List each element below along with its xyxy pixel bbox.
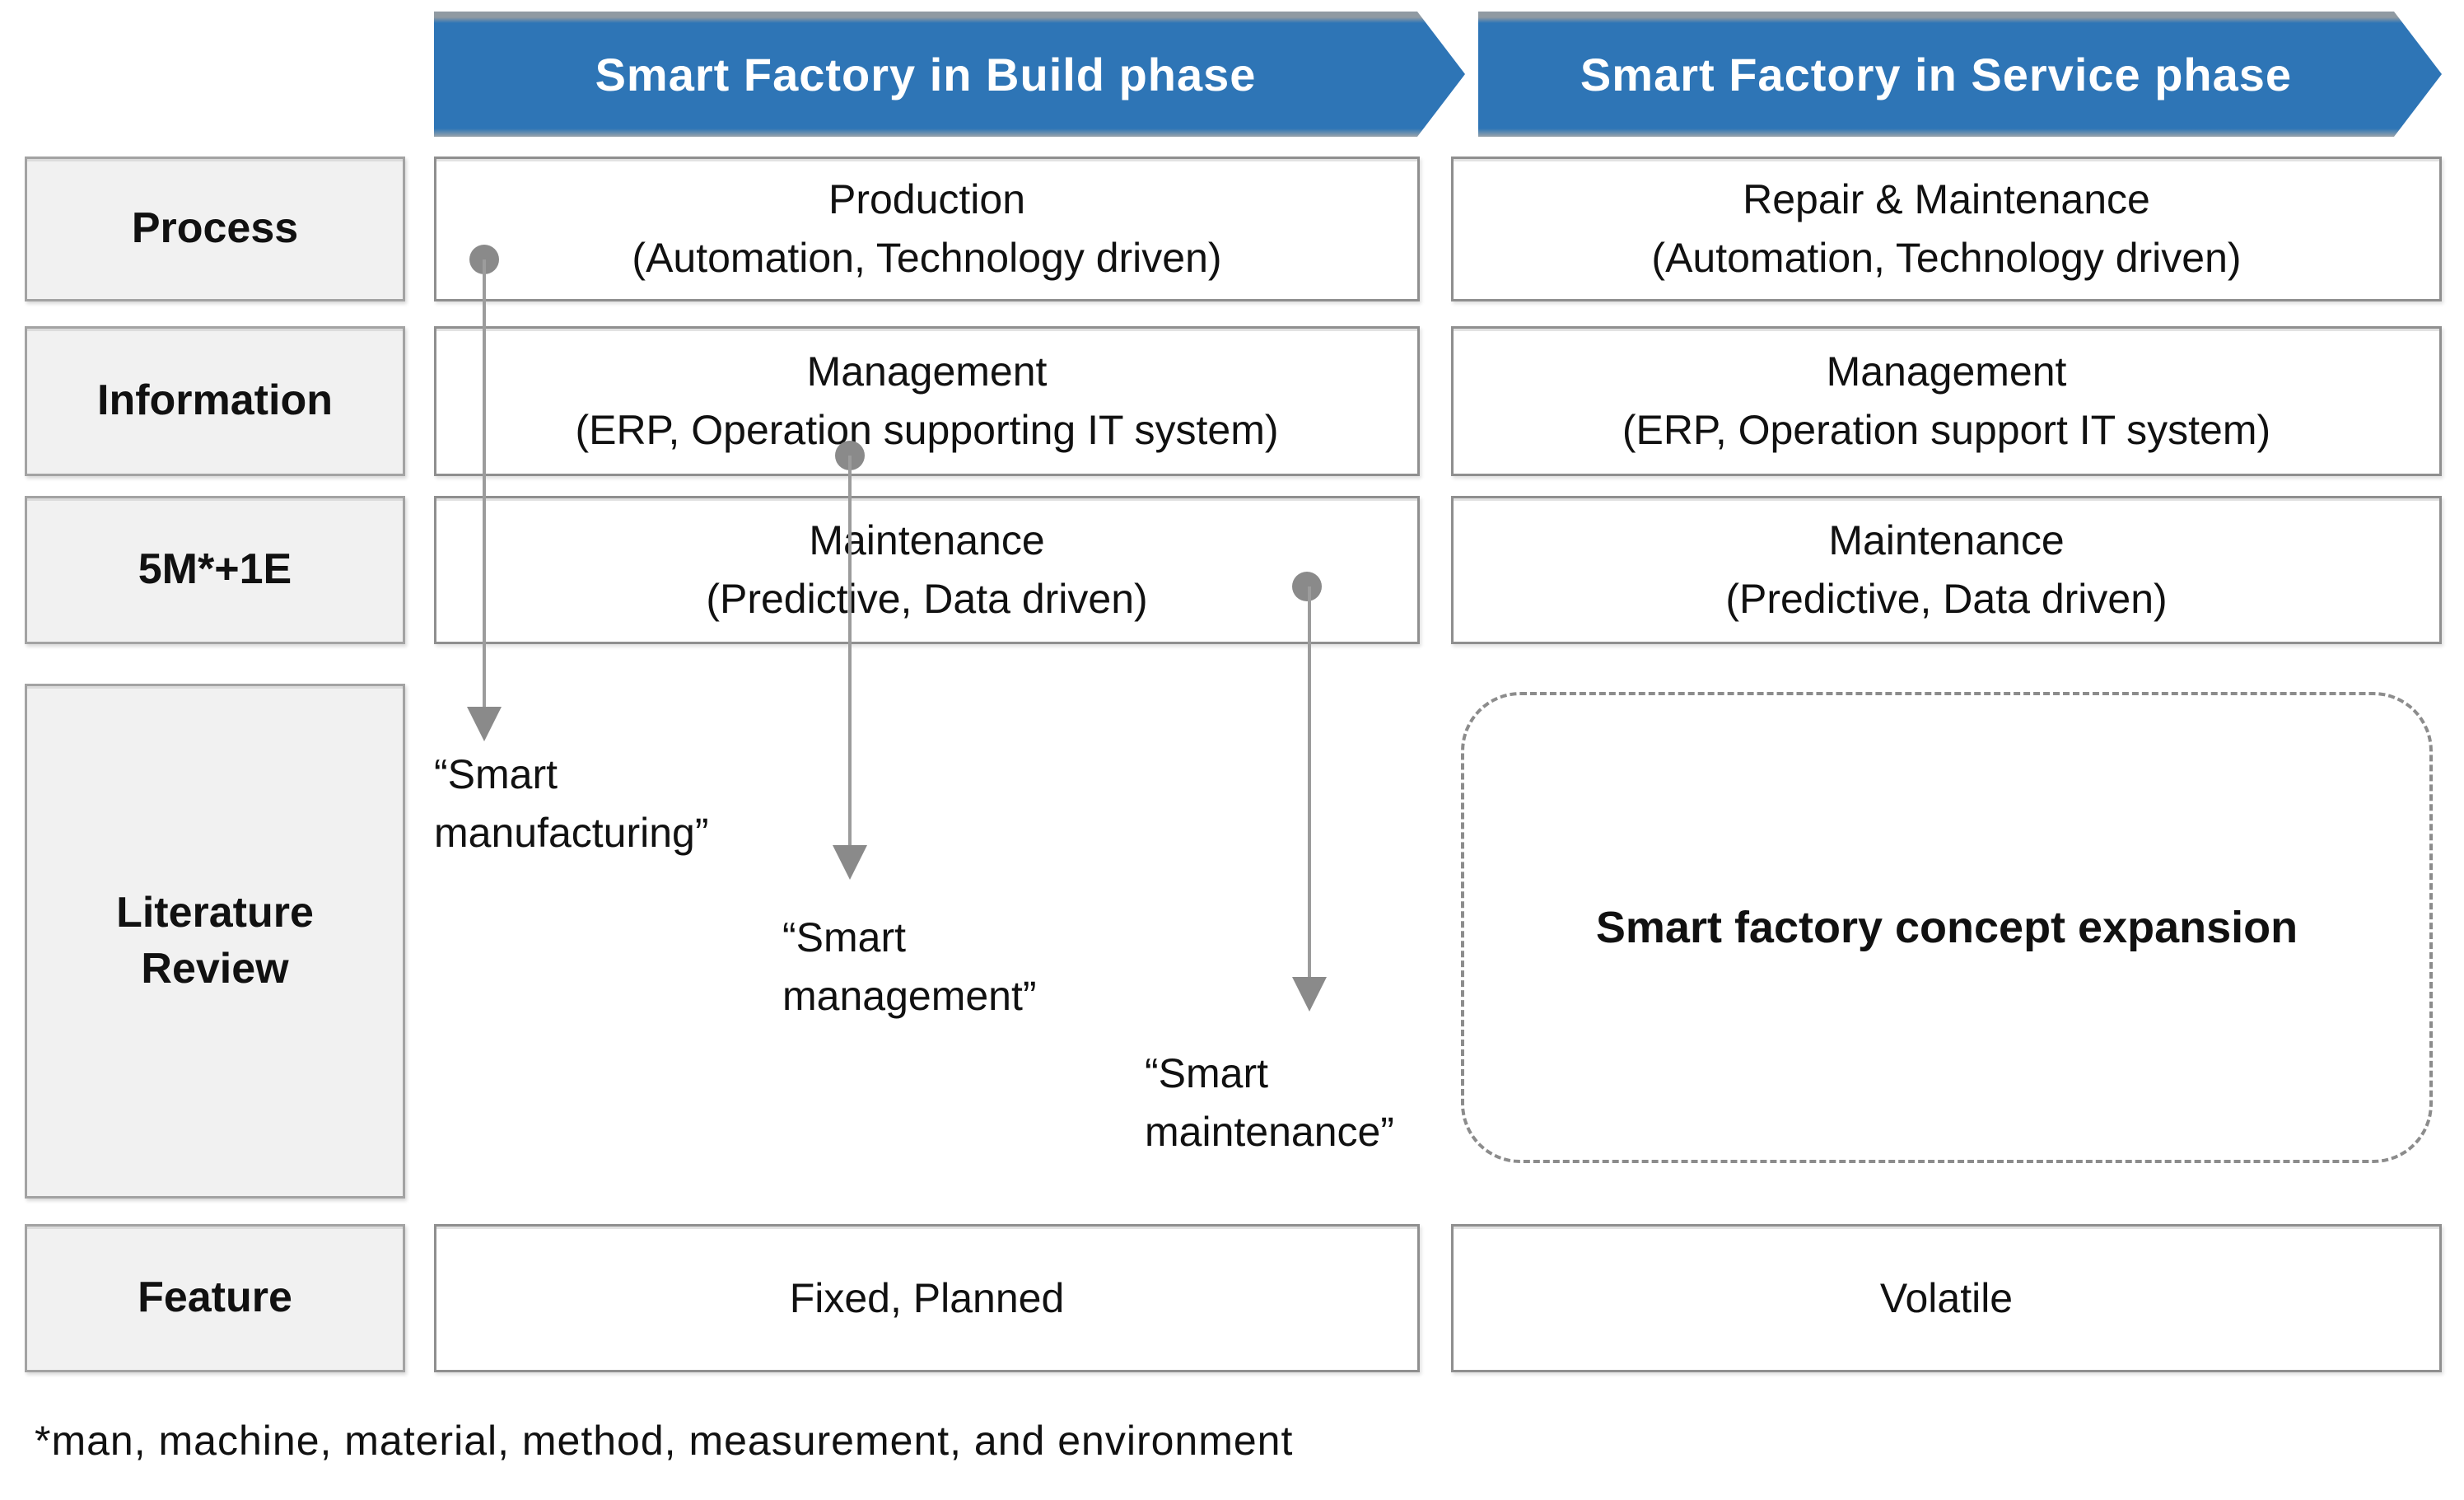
connector-line-production: [483, 259, 486, 708]
footnote-5m-definition: *man, machine, material, method, measure…: [35, 1418, 1294, 1464]
cell-build-information-title: Management: [806, 348, 1048, 395]
row-label-feature-text: Feature: [138, 1273, 292, 1322]
row-label-feature: Feature: [25, 1224, 405, 1372]
banner-build-phase: Smart Factory in Build phase: [434, 12, 1465, 137]
connector-dot-maintenance: [1292, 572, 1322, 601]
banner-service-phase-label: Smart Factory in Service phase: [1580, 48, 2293, 100]
row-label-literature-review: Literature Review: [25, 684, 405, 1199]
quote-smart-maintenance-line2: maintenance”: [1145, 1109, 1394, 1155]
smart-factory-concept-expansion-box: Smart factory concept expansion: [1461, 692, 2433, 1163]
cell-build-process: Production (Automation, Technology drive…: [434, 157, 1420, 301]
quote-smart-maintenance-line1: “Smart: [1145, 1050, 1268, 1096]
cell-service-information: Management (ERP, Operation support IT sy…: [1451, 326, 2442, 476]
banner-build-phase-label: Smart Factory in Build phase: [595, 48, 1257, 100]
cell-service-maintenance: Maintenance (Predictive, Data driven): [1451, 496, 2442, 644]
cell-build-information: Management (ERP, Operation supporting IT…: [434, 326, 1420, 476]
cell-service-maintenance-subtitle: (Predictive, Data driven): [1725, 576, 2168, 622]
cell-service-information-title: Management: [1826, 348, 2067, 395]
connector-line-management: [848, 456, 852, 847]
cell-service-process: Repair & Maintenance (Automation, Techno…: [1451, 157, 2442, 301]
quote-smart-manufacturing-line2: manufacturing”: [434, 810, 709, 856]
cell-service-maintenance-title: Maintenance: [1828, 517, 2065, 563]
row-label-process: Process: [25, 157, 405, 301]
connector-line-maintenance: [1308, 586, 1311, 979]
row-label-process-text: Process: [131, 204, 299, 253]
cell-service-information-subtitle: (ERP, Operation support IT system): [1622, 407, 2271, 453]
cell-build-process-title: Production: [828, 176, 1026, 222]
quote-smart-maintenance: “Smart maintenance”: [1145, 1044, 1394, 1161]
quote-smart-management: “Smart management”: [782, 909, 1037, 1026]
row-label-information: Information: [25, 326, 405, 476]
cell-build-feature-text: Fixed, Planned: [789, 1274, 1065, 1321]
cell-build-information-subtitle: (ERP, Operation supporting IT system): [575, 407, 1279, 453]
quote-smart-management-line2: management”: [782, 973, 1037, 1019]
arrow-down-icon-manufacturing: [467, 707, 502, 741]
smart-factory-concept-expansion-text: Smart factory concept expansion: [1595, 903, 2298, 952]
row-label-review-text: Review: [141, 944, 289, 993]
cell-service-process-subtitle: (Automation, Technology driven): [1651, 235, 2242, 281]
row-label-5m1e: 5M*+1E: [25, 496, 405, 644]
cell-service-feature-text: Volatile: [1879, 1274, 2014, 1321]
arrow-down-icon-management: [833, 845, 867, 880]
cell-build-maintenance: Maintenance (Predictive, Data driven): [434, 496, 1420, 644]
row-label-information-text: Information: [97, 376, 333, 425]
row-label-literature-text: Literature: [116, 888, 314, 937]
cell-build-process-subtitle: (Automation, Technology driven): [632, 235, 1222, 281]
cell-build-maintenance-title: Maintenance: [809, 517, 1045, 563]
arrow-down-icon-maintenance: [1292, 977, 1327, 1012]
quote-smart-management-line1: “Smart: [782, 914, 906, 960]
cell-service-feature: Volatile: [1451, 1224, 2442, 1372]
cell-build-maintenance-subtitle: (Predictive, Data driven): [706, 576, 1148, 622]
cell-service-process-title: Repair & Maintenance: [1743, 176, 2150, 222]
banner-service-phase: Smart Factory in Service phase: [1478, 12, 2442, 137]
row-label-5m1e-text: 5M*+1E: [138, 545, 292, 594]
cell-build-feature: Fixed, Planned: [434, 1224, 1420, 1372]
quote-smart-manufacturing-line1: “Smart: [434, 751, 558, 797]
quote-smart-manufacturing: “Smart manufacturing”: [434, 745, 709, 862]
